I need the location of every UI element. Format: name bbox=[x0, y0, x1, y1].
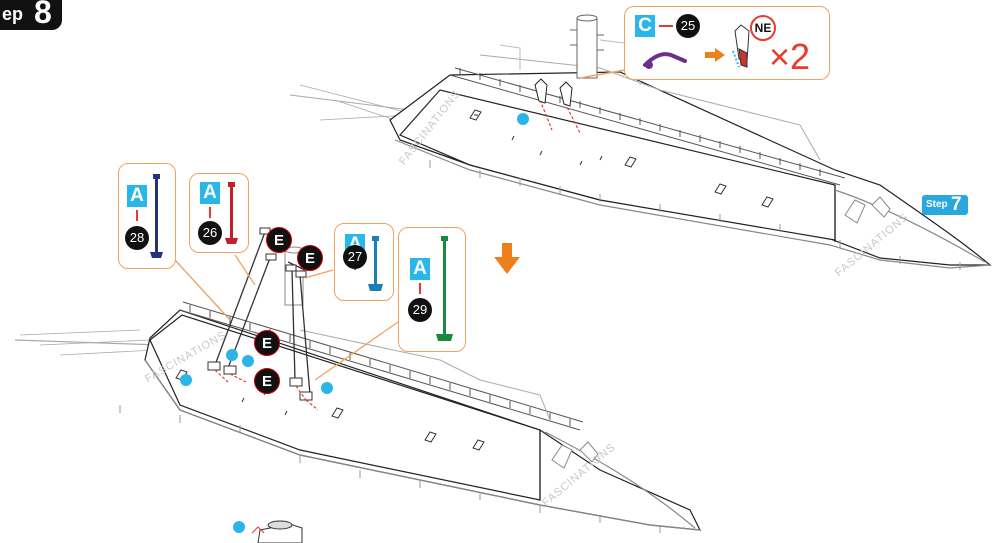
arrow-right-icon bbox=[705, 48, 725, 62]
top-part-callout: C 25 NE ×2 bbox=[624, 6, 830, 80]
top-ship-funnel bbox=[570, 14, 604, 79]
step-direction-arrow bbox=[494, 243, 520, 274]
bottom-ship-marker-dot bbox=[180, 374, 192, 386]
top-ship-stern-flag bbox=[844, 196, 891, 224]
part-number-badge: 26 bbox=[198, 221, 222, 245]
part-number-badge: 25 bbox=[676, 14, 700, 38]
blue-rod-part-icon bbox=[368, 236, 383, 291]
previous-step-word: Step bbox=[926, 199, 948, 210]
bottom-ship-marker-dot bbox=[242, 355, 254, 367]
part-marker-e: E bbox=[254, 330, 280, 356]
top-ship-installed-parts bbox=[534, 78, 573, 107]
bottom-ship-railing bbox=[179, 301, 584, 431]
red-rod-part-icon bbox=[225, 182, 238, 244]
sheet-letter-badge: A bbox=[200, 182, 220, 204]
sheet-letter-badge: A bbox=[410, 258, 430, 280]
next-substep-preview bbox=[251, 520, 303, 543]
top-ship-hull-posts bbox=[429, 160, 961, 270]
part-callout-26: A 26 bbox=[189, 173, 249, 253]
quantity-label: ×2 bbox=[769, 36, 811, 77]
top-ship-deck-details bbox=[469, 109, 774, 208]
bottom-ship-hull-posts bbox=[119, 405, 661, 533]
sheet-letter-badge: A bbox=[127, 185, 147, 207]
top-ship-assembly-guides bbox=[539, 99, 581, 134]
previous-step-tag: Step 7 bbox=[922, 194, 968, 215]
step-header-word: ep bbox=[2, 4, 24, 24]
tag-circle-badge: NE bbox=[750, 15, 776, 41]
bottom-ship-marker-dot bbox=[321, 382, 333, 394]
part-number-badge: 29 bbox=[408, 298, 432, 322]
part-marker-e: E bbox=[297, 245, 323, 271]
bottom-ship-hull bbox=[14, 309, 702, 531]
top-callout-leader bbox=[579, 69, 626, 79]
part-marker-e: E bbox=[266, 227, 292, 253]
purple-part-icon bbox=[643, 52, 687, 69]
previous-step-number: 7 bbox=[951, 194, 962, 215]
part-marker-e: E bbox=[254, 368, 280, 394]
step-header-badge: ep 8 bbox=[0, 0, 62, 30]
dash-icon bbox=[209, 207, 211, 218]
top-ship-marker-dot bbox=[517, 113, 529, 125]
part-number-badge: 27 bbox=[343, 245, 367, 269]
bottom-callout-leaders bbox=[174, 254, 399, 381]
part-callout-28: A 28 bbox=[118, 163, 176, 269]
bottom-ship-marker-dot bbox=[226, 349, 238, 361]
dash-icon bbox=[136, 210, 138, 221]
navy-rod-part-icon bbox=[150, 174, 163, 258]
folded-part-icon bbox=[732, 24, 750, 68]
sheet-letter-badge: C bbox=[635, 15, 655, 37]
bottom-ship-stern-flag bbox=[551, 441, 599, 469]
green-rod-part-icon bbox=[436, 236, 453, 341]
dash-icon bbox=[419, 283, 421, 294]
top-ship-hull bbox=[289, 71, 992, 269]
dash-icon bbox=[659, 25, 673, 27]
bottom-ship-part-tops bbox=[207, 227, 313, 401]
part-number-badge: 28 bbox=[125, 226, 149, 250]
step-header-number: 8 bbox=[34, 0, 52, 30]
part-callout-29: A 29 bbox=[398, 227, 466, 352]
preview-marker-dot bbox=[233, 521, 245, 533]
part-callout-27: A 27 bbox=[334, 223, 394, 301]
bottom-ship-assembly-guides bbox=[214, 369, 319, 411]
